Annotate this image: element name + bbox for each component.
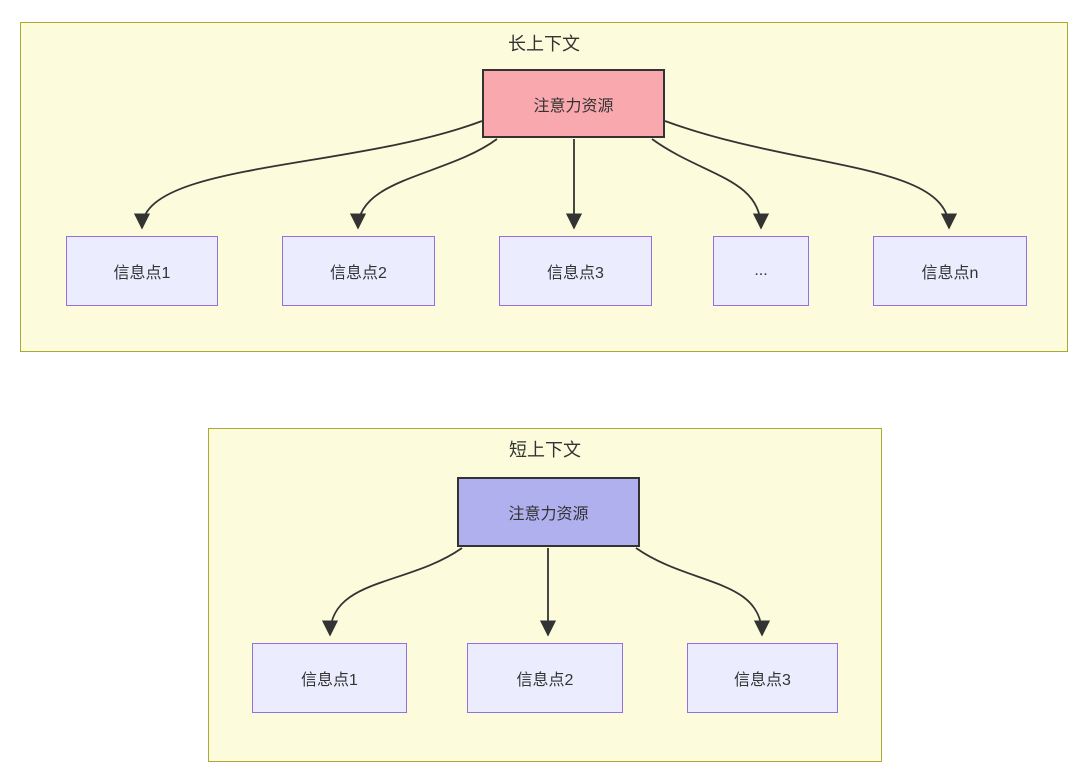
short-context-title: 短上下文 — [509, 440, 581, 460]
long-info-node-1: 信息点1 — [66, 236, 218, 306]
short-attention-node: 注意力资源 — [457, 477, 640, 547]
long-ellipsis-node: ... — [713, 236, 809, 306]
long-info-node-n: 信息点n — [873, 236, 1027, 306]
long-info-node-2: 信息点2 — [282, 236, 435, 306]
short-info-node-1: 信息点1 — [252, 643, 407, 713]
long-attention-node: 注意力资源 — [482, 69, 665, 138]
short-info-node-2: 信息点2 — [467, 643, 623, 713]
short-info-node-3: 信息点3 — [687, 643, 838, 713]
long-context-title: 长上下文 — [508, 34, 580, 54]
long-info-node-3: 信息点3 — [499, 236, 652, 306]
